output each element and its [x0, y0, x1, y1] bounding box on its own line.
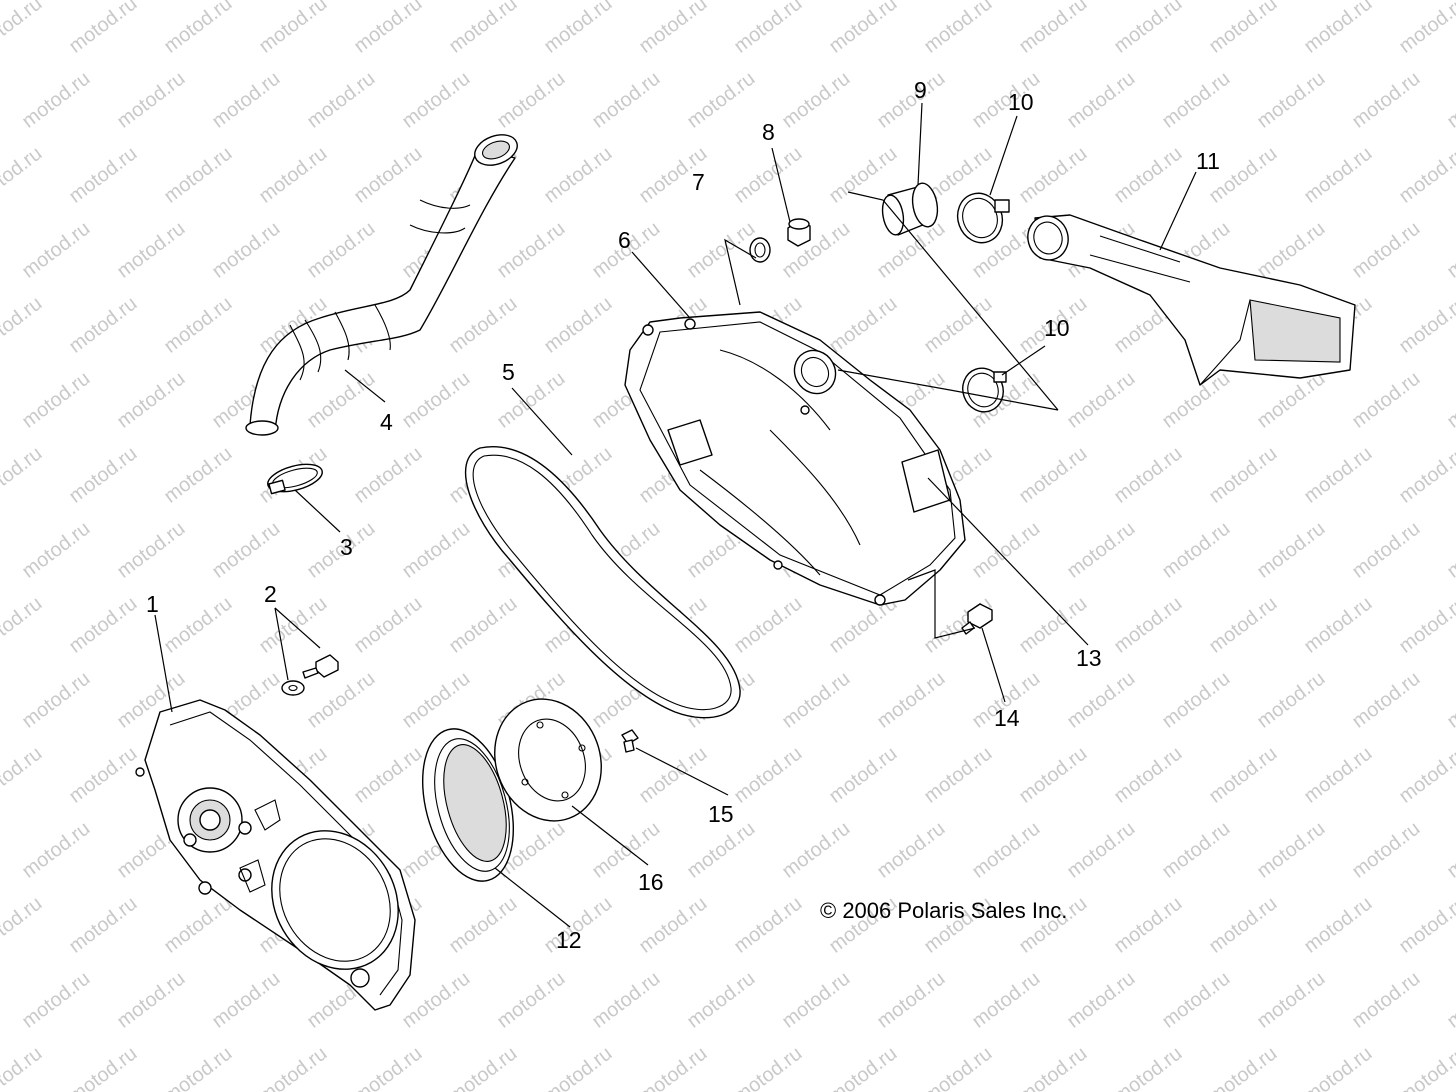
- callout-14: 14: [994, 705, 1020, 731]
- part-7-oring: [749, 237, 771, 263]
- part-6-outer-cover: [624, 311, 966, 606]
- callout-8: 8: [762, 119, 775, 145]
- callout-6: 6: [618, 227, 631, 253]
- callout-1: 1: [146, 591, 159, 617]
- callout-4: 4: [380, 409, 393, 435]
- part-3-clamp: [267, 463, 323, 495]
- callout-9: 9: [914, 77, 927, 103]
- part-9-coupler: [881, 182, 939, 236]
- callout-5: 5: [502, 359, 515, 385]
- callout-10-upper: 10: [1008, 89, 1034, 115]
- part-4-intake-duct: [245, 134, 518, 436]
- part-11-outlet-duct: [1027, 214, 1356, 386]
- part-15-screw: [621, 729, 639, 753]
- callout-7: 7: [692, 169, 705, 195]
- copyright-notice: © 2006 Polaris Sales Inc.: [820, 898, 1068, 923]
- part-2-bolt-washer: [281, 654, 339, 696]
- part-1-inner-cover: [135, 699, 416, 1011]
- callout-numbers: 1 2 3 4 5 6 7 8 9 10 10 11 12 13 14 15 1…: [146, 77, 1220, 953]
- callout-10-lower: 10: [1044, 315, 1070, 341]
- callout-2: 2: [264, 581, 277, 607]
- callout-15: 15: [708, 801, 734, 827]
- part-10-clamp-upper: [956, 192, 1010, 244]
- leader-lines: [154, 102, 1197, 928]
- part-10-clamp-lower: [962, 367, 1007, 413]
- part-8-plug: [787, 218, 811, 247]
- callout-11: 11: [1196, 148, 1220, 174]
- callout-16: 16: [638, 869, 664, 895]
- part-14-bolt: [961, 603, 993, 635]
- callout-3: 3: [340, 534, 353, 560]
- callout-13: 13: [1076, 645, 1102, 671]
- callout-12: 12: [556, 927, 582, 953]
- part-5-belt: [464, 446, 741, 719]
- part-16-plate: [494, 698, 602, 822]
- part-12-seal: [421, 728, 515, 882]
